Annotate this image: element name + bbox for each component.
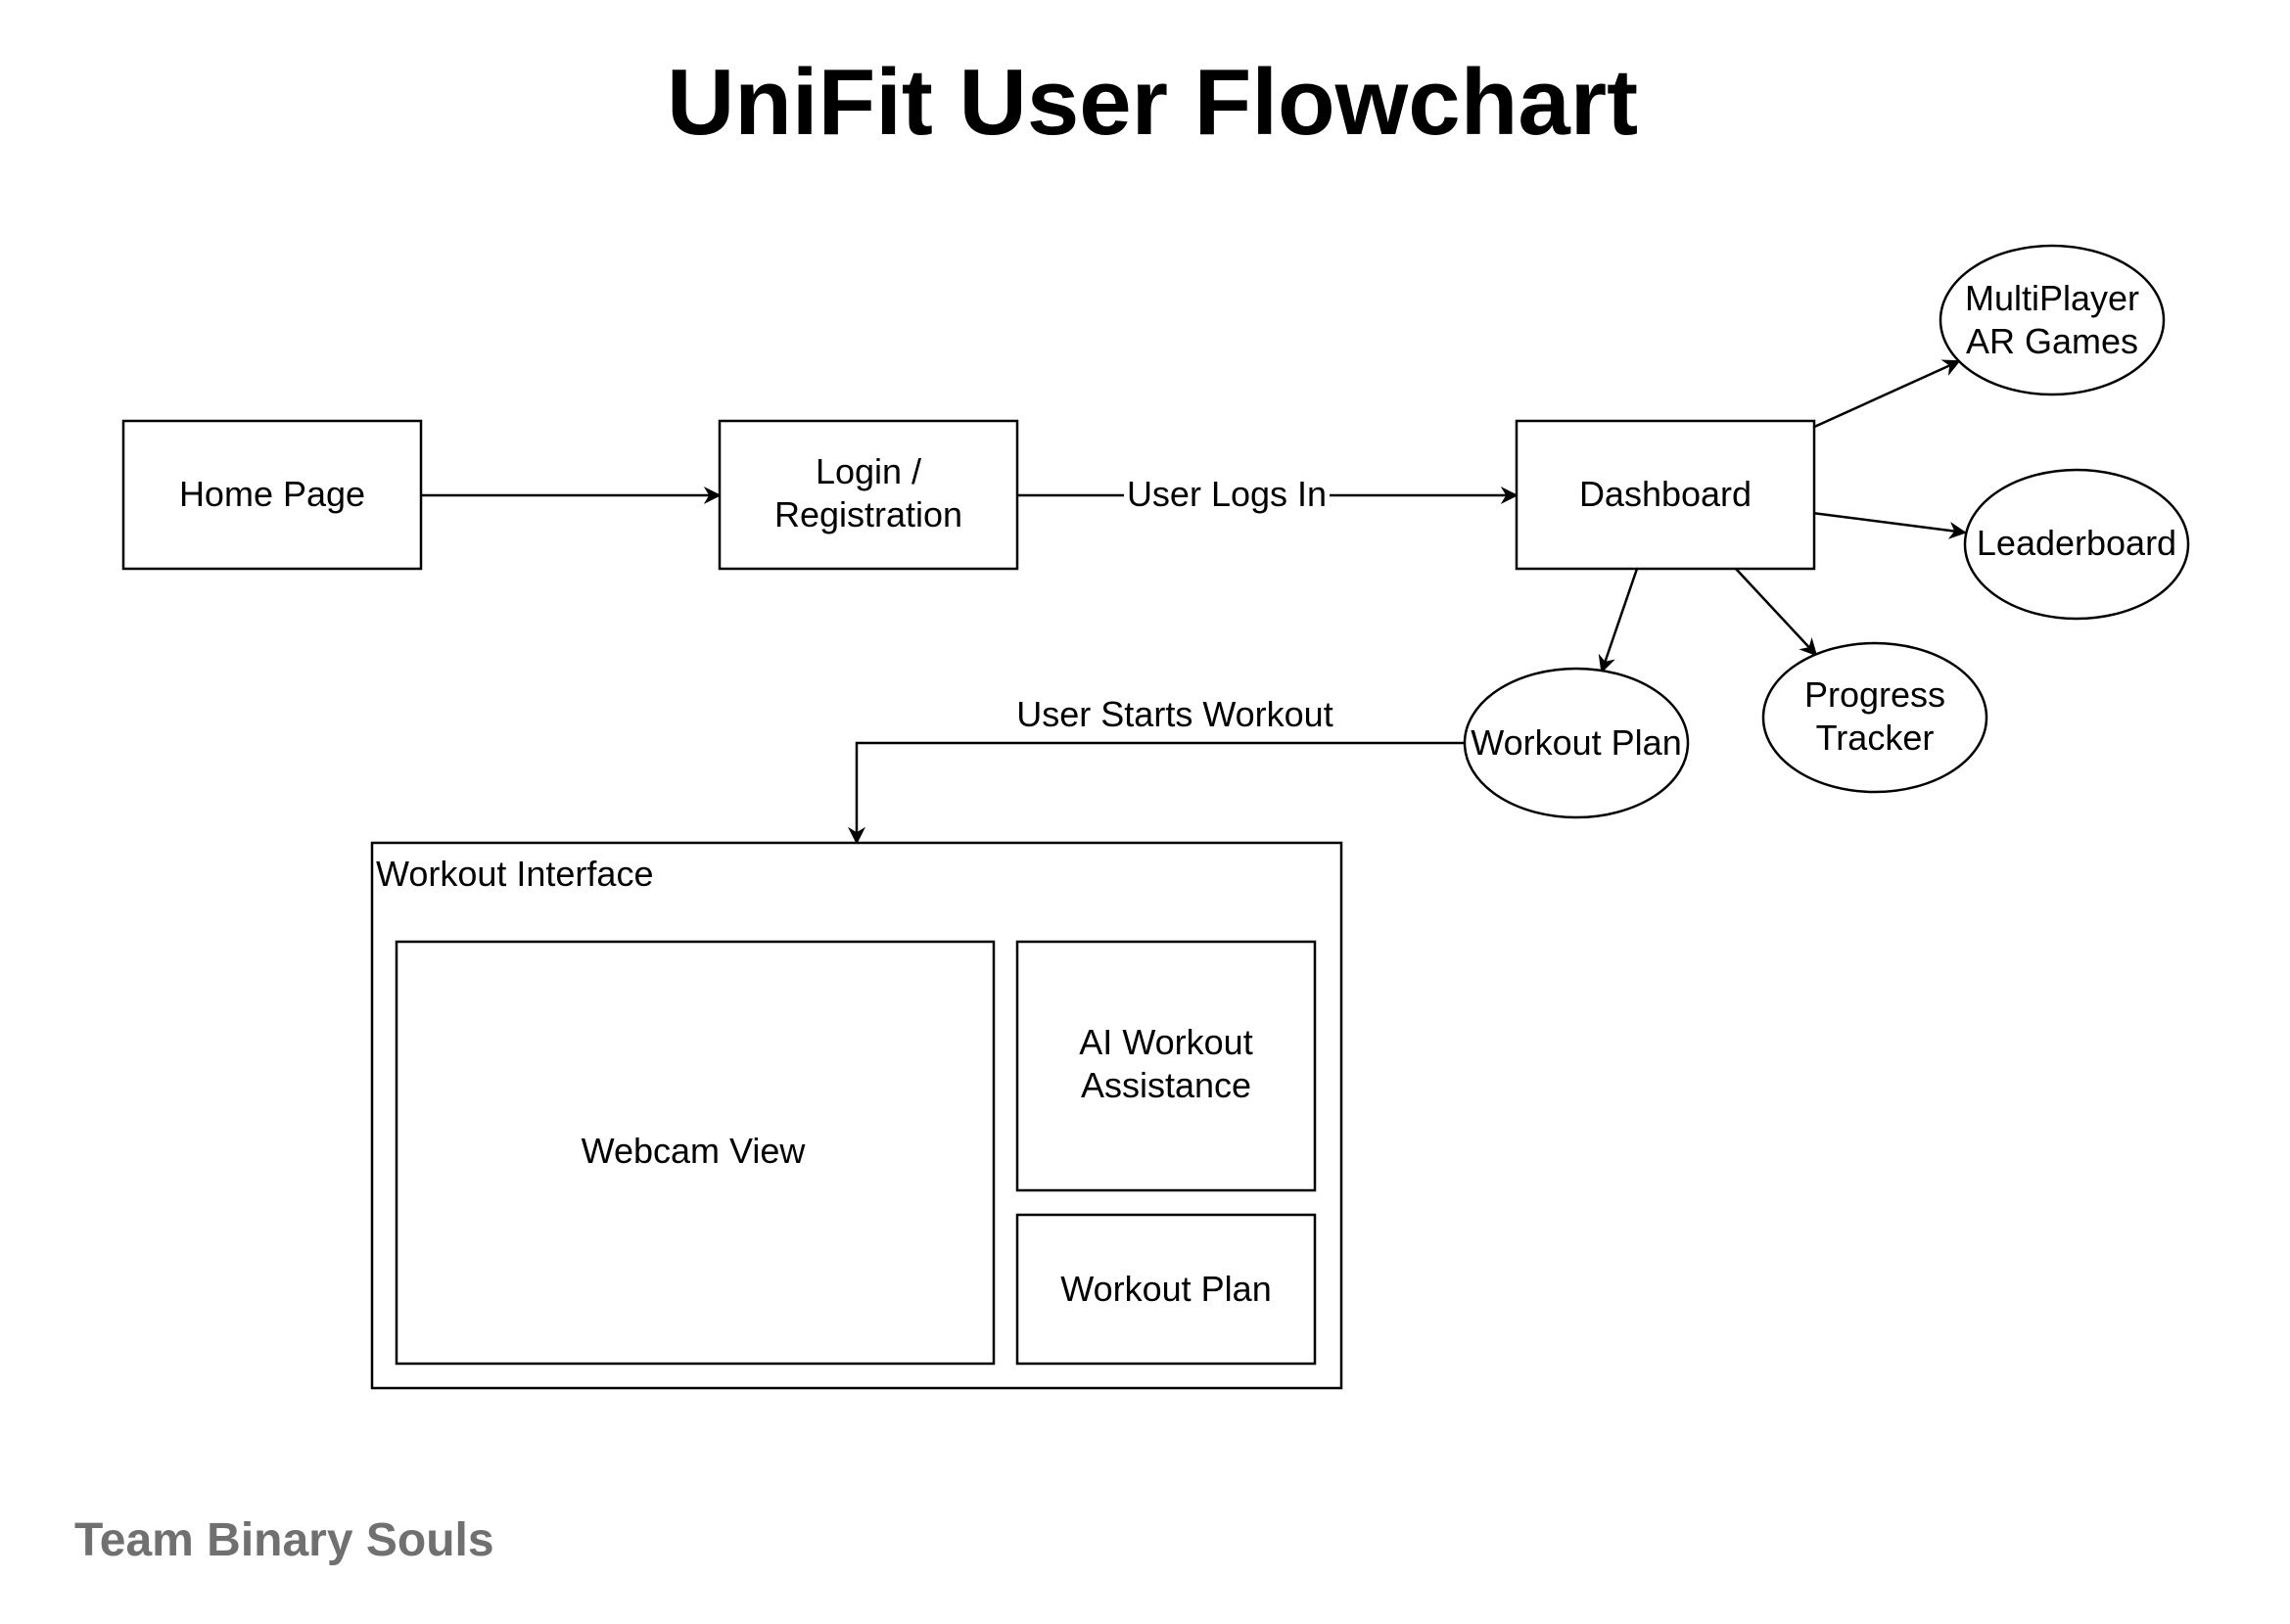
node-dashboard-label: Dashboard (1579, 474, 1752, 514)
node-dashboard: Dashboard (1515, 419, 1816, 571)
node-progress-label-line2: Tracker (1816, 718, 1935, 758)
node-ai-assistance-label-line1: AI Workout (1079, 1022, 1252, 1062)
edge-dashboard-to-multiplayer (1811, 359, 1961, 430)
node-home-page: Home Page (121, 419, 423, 571)
team-footer: Team Binary Souls (74, 1514, 494, 1566)
node-progress-label-line1: Progress (1804, 674, 1945, 715)
edge-workout-plan-to-interface (848, 741, 1464, 845)
node-login-registration: Login / Registration (718, 419, 1019, 571)
edge-label-user-logs-in: User Logs In (1127, 474, 1327, 514)
edge-dashboard-to-workout-plan (1598, 568, 1639, 673)
edge-dashboard-to-progress (1735, 568, 1818, 657)
node-multiplayer-label-line1: MultiPlayer (1965, 278, 2139, 318)
page-title: UniFit User Flowchart (667, 50, 1638, 155)
node-webcam-view-label: Webcam View (582, 1131, 807, 1171)
edge-label-user-starts-workout: User Starts Workout (1016, 694, 1332, 734)
node-workout-plan-label: Workout Plan (1471, 722, 1681, 763)
node-multiplayer-ar-games: MultiPlayer AR Games (1939, 244, 2166, 396)
node-workout-plan-panel-label: Workout Plan (1060, 1269, 1271, 1309)
node-progress-tracker: Progress Tracker (1761, 641, 1988, 794)
node-home-page-label: Home Page (179, 474, 365, 514)
node-multiplayer-label-line2: AR Games (1966, 321, 2138, 361)
node-login-label-line1: Login / (816, 451, 921, 491)
node-ai-workout-assistance: AI Workout Assistance (1015, 940, 1317, 1192)
node-login-label-line2: Registration (774, 494, 962, 534)
node-workout-plan-panel: Workout Plan (1015, 1213, 1317, 1366)
node-ai-assistance-label-line2: Assistance (1081, 1065, 1251, 1105)
node-leaderboard: Leaderboard (1963, 468, 2190, 621)
node-leaderboard-label: Leaderboard (1977, 523, 2176, 563)
node-workout-interface-label: Workout Interface (376, 854, 653, 894)
edge-dashboard-to-leaderboard (1811, 511, 1967, 539)
node-workout-plan: Workout Plan (1463, 667, 1690, 819)
node-webcam-view: Webcam View (395, 940, 996, 1366)
